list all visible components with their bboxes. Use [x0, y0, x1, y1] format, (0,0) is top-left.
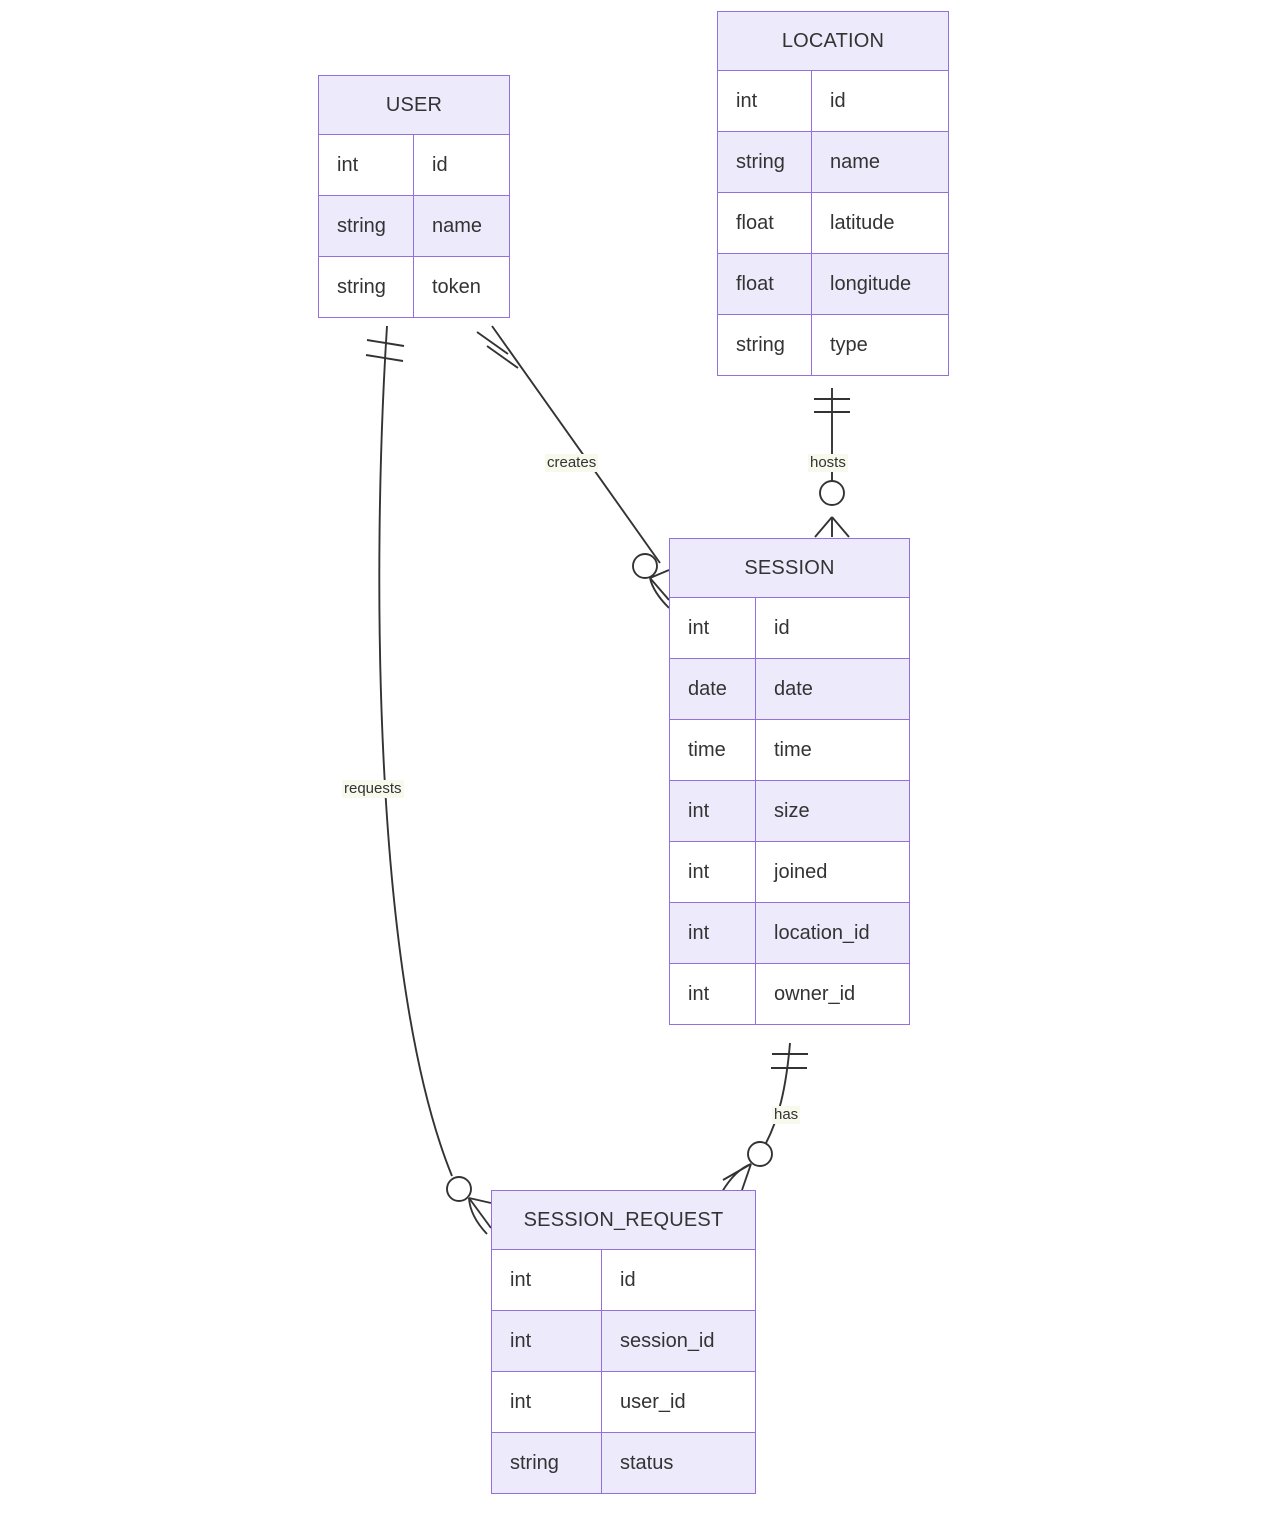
entity-session-request[interactable]: SESSION_REQUEST int id int session_id in…	[491, 1190, 756, 1494]
attribute-name: time	[774, 739, 812, 761]
table-row: int id	[492, 1250, 755, 1311]
marker-crow-creates-2	[649, 577, 670, 601]
relationship-label-requests: requests	[342, 780, 404, 798]
attribute-name: token	[432, 276, 481, 298]
marker-crow-hosts-1	[814, 516, 833, 538]
attribute-type: int	[670, 598, 756, 658]
table-row: int session_id	[492, 1311, 755, 1372]
marker-tick-requests-a	[366, 339, 405, 347]
table-row: string status	[492, 1433, 755, 1493]
attribute-type: string	[718, 315, 812, 375]
attribute-name: joined	[774, 861, 828, 883]
marker-crow-requests-1	[468, 1197, 492, 1204]
attribute-name: type	[830, 334, 868, 356]
entity-location-title: LOCATION	[718, 12, 948, 71]
table-row: string type	[718, 315, 948, 375]
marker-crow-creates-1	[649, 569, 670, 579]
marker-crow-requests-2	[468, 1197, 492, 1229]
marker-crow-hosts-3	[831, 516, 850, 538]
entity-user-title: USER	[319, 76, 509, 135]
attribute-type: string	[319, 196, 414, 256]
attribute-type: int	[670, 781, 756, 841]
attribute-name: latitude	[830, 212, 895, 234]
table-row: float longitude	[718, 254, 948, 315]
table-row: int size	[670, 781, 909, 842]
attribute-type: int	[492, 1372, 602, 1432]
attribute-type: int	[670, 903, 756, 963]
attribute-name: user_id	[620, 1391, 686, 1413]
attribute-name: id	[774, 617, 790, 639]
entity-user-attributes: int id string name string token	[319, 135, 509, 317]
entity-session-request-title: SESSION_REQUEST	[492, 1191, 755, 1250]
edge-line-requests	[378, 325, 453, 1177]
attribute-name: name	[830, 151, 881, 173]
table-row: int id	[670, 598, 909, 659]
table-row: string name	[718, 132, 948, 193]
attribute-name: size	[774, 800, 810, 822]
attribute-type: int	[718, 71, 812, 131]
attribute-name: id	[620, 1269, 636, 1291]
table-row: string name	[319, 196, 509, 257]
attribute-name: location_id	[774, 922, 870, 944]
attribute-name: status	[620, 1452, 674, 1474]
attribute-type: int	[670, 842, 756, 902]
marker-crow-has-2	[741, 1163, 752, 1191]
table-row: float latitude	[718, 193, 948, 254]
table-row: int owner_id	[670, 964, 909, 1024]
attribute-type: date	[670, 659, 756, 719]
entity-session-request-attributes: int id int session_id int user_id string…	[492, 1250, 755, 1493]
entity-user[interactable]: USER int id string name string token	[318, 75, 510, 318]
attribute-name: id	[830, 90, 846, 112]
marker-circle-has	[747, 1141, 773, 1167]
attribute-type: string	[492, 1433, 602, 1493]
relationship-label-has: has	[772, 1106, 801, 1124]
attribute-name: owner_id	[774, 983, 856, 1005]
table-row: int location_id	[670, 903, 909, 964]
edge-line-creates	[491, 325, 661, 564]
marker-tick-requests-b	[365, 354, 404, 362]
attribute-type: int	[492, 1311, 602, 1371]
relationship-label-creates: creates	[545, 454, 599, 472]
table-row: int id	[718, 71, 948, 132]
entity-session-title: SESSION	[670, 539, 909, 598]
attribute-type: string	[319, 257, 414, 317]
attribute-type: int	[492, 1250, 602, 1310]
attribute-type: float	[718, 254, 812, 314]
entity-session-attributes: int id date date time time int size int …	[670, 598, 909, 1024]
attribute-name: session_id	[620, 1330, 715, 1352]
marker-crow-requests-3	[468, 1197, 488, 1235]
marker-tick-creates-a	[476, 331, 509, 355]
table-row: string token	[319, 257, 509, 317]
entity-session[interactable]: SESSION int id date date time time int s…	[669, 538, 910, 1025]
relationship-label-hosts: hosts	[808, 454, 848, 472]
table-row: date date	[670, 659, 909, 720]
marker-tick-creates-b	[486, 345, 519, 369]
attribute-name: date	[774, 678, 813, 700]
attribute-name: longitude	[830, 273, 912, 295]
attribute-name: name	[432, 215, 483, 237]
table-row: int joined	[670, 842, 909, 903]
table-row: int user_id	[492, 1372, 755, 1433]
marker-crow-has-1	[722, 1163, 752, 1181]
marker-circle-requests	[446, 1176, 472, 1202]
edge-line-has	[765, 1042, 791, 1144]
marker-crow-has-3	[721, 1163, 752, 1193]
marker-circle-creates	[632, 553, 658, 579]
attribute-type: int	[319, 135, 414, 195]
table-row: int id	[319, 135, 509, 196]
attribute-type: int	[670, 964, 756, 1024]
entity-location-attributes: int id string name float latitude float …	[718, 71, 948, 375]
attribute-type: float	[718, 193, 812, 253]
attribute-type: time	[670, 720, 756, 780]
entity-location[interactable]: LOCATION int id string name float latitu…	[717, 11, 949, 376]
marker-crow-creates-3	[649, 577, 670, 609]
table-row: time time	[670, 720, 909, 781]
marker-circle-hosts	[819, 480, 845, 506]
attribute-name: id	[432, 154, 448, 176]
attribute-type: string	[718, 132, 812, 192]
